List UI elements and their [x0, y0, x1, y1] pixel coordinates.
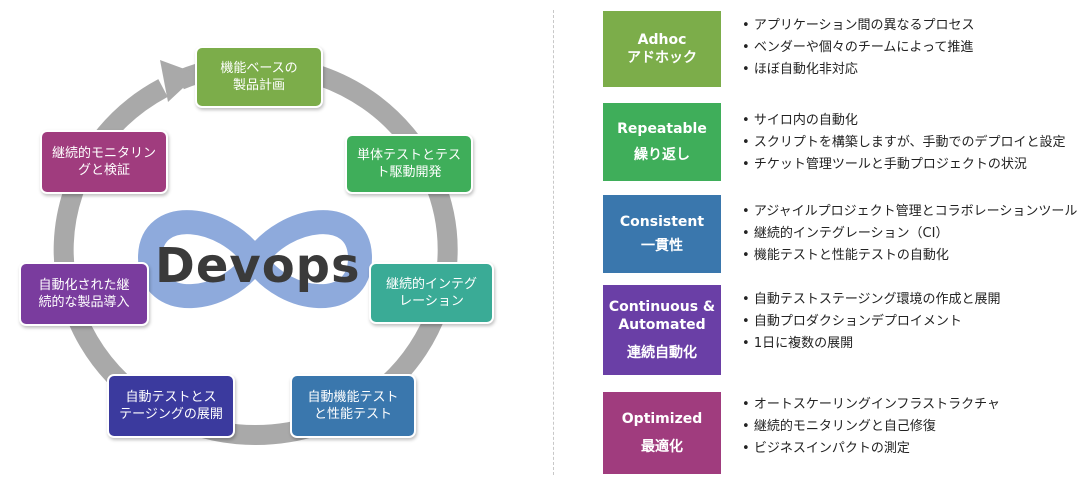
- level-optimized-en: Optimized: [621, 411, 703, 427]
- cycle-arrowhead: [160, 60, 198, 102]
- bullet: オートスケーリングインフラストラクチャ: [742, 394, 1000, 416]
- level-repeatable-bullets: サイロ内の自動化 スクリプトを構築しますが、手動でのデプロイと設定 チケット管理…: [742, 110, 1066, 176]
- bullet: ほぼ自動化非対応: [742, 59, 975, 81]
- bullet: 継続的モニタリングと自己修復: [742, 416, 1000, 438]
- level-consistent: Consistent 一貫性: [603, 195, 721, 273]
- bullet: チケット管理ツールと手動プロジェクトの状況: [742, 154, 1066, 176]
- stage-continuous-integration: 継続的インテグ レーション: [369, 262, 494, 324]
- level-continuous-automated: Continuous & Automated 連続自動化: [603, 285, 721, 375]
- bullet: ベンダーや個々のチームによって推進: [742, 37, 975, 59]
- level-repeatable-ja: 繰り返し: [634, 147, 690, 163]
- level-optimized-ja: 最適化: [641, 439, 683, 455]
- bullet: 継続的インテグレーション（CI）: [742, 223, 1077, 245]
- level-continuous-automated-ja: 連続自動化: [627, 345, 697, 361]
- stage-continuous-monitoring: 継続的モニタリン グと検証: [40, 130, 168, 194]
- stage-automated-functional-testing: 自動機能テスト と性能テスト: [290, 374, 416, 438]
- level-repeatable: Repeatable 繰り返し: [603, 103, 721, 181]
- level-adhoc-en: Adhoc: [637, 32, 687, 48]
- bullet: 自動テストステージング環境の作成と展開: [742, 289, 1001, 311]
- level-optimized: Optimized 最適化: [603, 392, 721, 474]
- bullet: ビジネスインパクトの測定: [742, 438, 1000, 460]
- bullet: 機能テストと性能テストの自動化: [742, 245, 1077, 267]
- bullet: 1日に複数の展開: [742, 333, 1001, 355]
- level-consistent-ja: 一貫性: [641, 238, 683, 254]
- bullet: アプリケーション間の異なるプロセス: [742, 15, 975, 37]
- level-continuous-automated-en: Continuous & Automated: [608, 299, 716, 333]
- section-divider: [553, 10, 554, 475]
- level-adhoc-bullets: アプリケーション間の異なるプロセス ベンダーや個々のチームによって推進 ほぼ自動…: [742, 15, 975, 81]
- devops-center-label: Devops: [155, 238, 361, 294]
- level-optimized-bullets: オートスケーリングインフラストラクチャ 継続的モニタリングと自己修復 ビジネスイ…: [742, 394, 1000, 460]
- level-continuous-automated-bullets: 自動テストステージング環境の作成と展開 自動プロダクションデプロイメント 1日に…: [742, 289, 1001, 355]
- bullet: 自動プロダクションデプロイメント: [742, 311, 1001, 333]
- level-adhoc: Adhoc アドホック: [603, 11, 721, 87]
- stage-feature-planning: 機能ベースの 製品計画: [195, 46, 323, 108]
- stage-unit-testing: 単体テストとテス ト駆動開発: [345, 134, 473, 194]
- stage-continuous-deployment: 自動化された継 続的な製品導入: [19, 262, 149, 326]
- level-repeatable-en: Repeatable: [617, 121, 707, 137]
- bullet: アジャイルプロジェクト管理とコラボレーションツール: [742, 201, 1078, 223]
- bullet: サイロ内の自動化: [742, 110, 1066, 132]
- infinity-icon: [138, 210, 372, 309]
- level-consistent-bullets: アジャイルプロジェクト管理とコラボレーションツール 継続的インテグレーション（C…: [742, 201, 1078, 267]
- level-consistent-en: Consistent: [619, 214, 705, 230]
- stage-automated-staging: 自動テストとス テージングの展開: [107, 374, 235, 438]
- level-adhoc-ja: アドホック: [627, 50, 697, 66]
- bullet: スクリプトを構築しますが、手動でのデプロイと設定: [742, 132, 1066, 154]
